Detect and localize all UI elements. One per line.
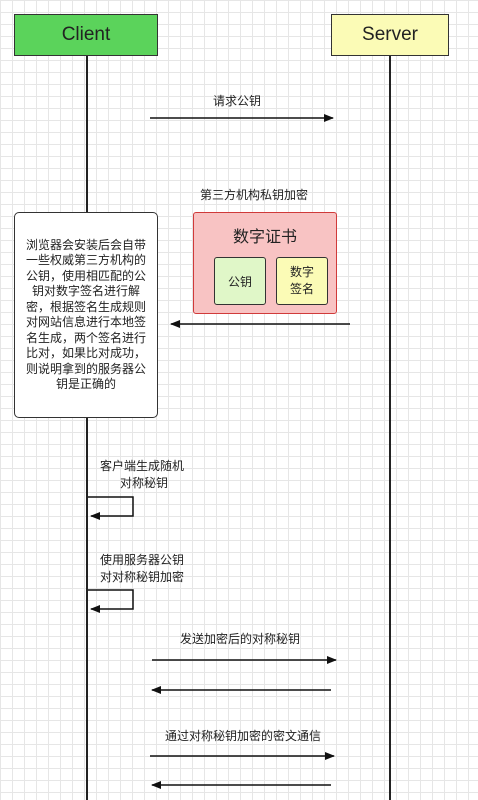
label-third-party-sign: 第三方机构私钥加密 [200, 188, 309, 202]
certificate-signature: 数字 签名 [276, 257, 328, 305]
verification-note-text: 浏览器会安装后会自带一些权威第三方机构的公钥，使用相匹配的公钥对数字签名进行解密… [25, 237, 146, 392]
label-request-public-key: 请求公钥 [213, 94, 262, 108]
label-ciphertext-communication: 通过对称秘钥加密的密文通信 [165, 729, 322, 743]
self-loop-generate-key [88, 496, 134, 520]
label-send-encrypted-key: 发送加密后的对称秘钥 [180, 632, 301, 646]
certificate-public-key: 公钥 [214, 257, 266, 305]
digital-certificate: 数字证书 公钥 数字 签名 [193, 212, 337, 314]
label-encrypt-key-line1: 使用服务器公钥 [100, 553, 185, 567]
label-encrypt-key-line2: 对对称秘钥加密 [100, 570, 185, 584]
client-lifeline [86, 56, 88, 800]
client-participant: Client [14, 14, 158, 56]
server-lifeline [389, 56, 391, 800]
label-generate-key-line1: 客户端生成随机 [100, 459, 185, 473]
label-generate-key-line2: 对称秘钥 [120, 476, 169, 490]
server-participant: Server [331, 14, 449, 56]
verification-note: 浏览器会安装后会自带一些权威第三方机构的公钥，使用相匹配的公钥对数字签名进行解密… [14, 212, 158, 418]
certificate-title: 数字证书 [232, 227, 297, 246]
self-loop-encrypt-key [88, 589, 134, 613]
